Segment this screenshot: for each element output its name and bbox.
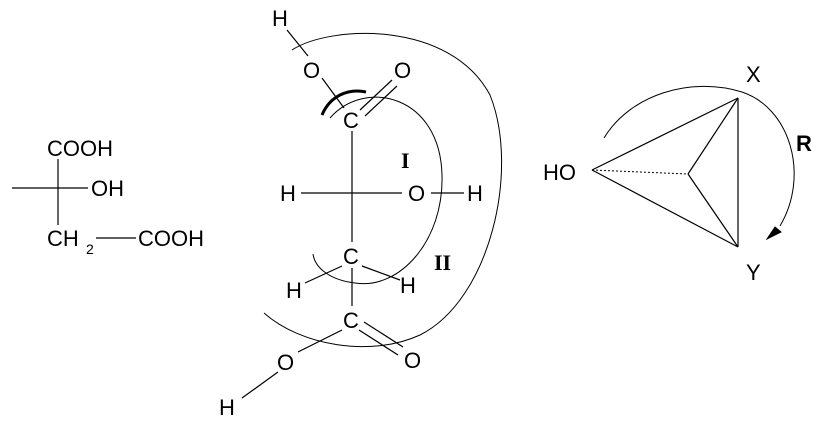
label-cooh-bottom: COOH: [138, 226, 204, 251]
label-h-bottom: H: [219, 395, 235, 420]
edge-ho-center-dotted: [591, 169, 689, 175]
right-tetrahedron: HO X Y R: [543, 62, 812, 285]
middle-expanded-structure: H O O C I H O H C II H H C O O H: [219, 6, 503, 420]
edge-ho-x: [591, 97, 739, 171]
label-o-bottom: O: [277, 350, 294, 375]
label-c-middle: C: [343, 244, 359, 269]
label-c-bottom: C: [343, 308, 359, 333]
label-oh: OH: [91, 176, 124, 201]
bond-c-o-double-b: [364, 85, 398, 117]
label-y: Y: [746, 260, 761, 285]
arc-bold-segment: [320, 89, 367, 116]
arrowhead-rotation-r: [765, 226, 782, 241]
label-ch: CH: [47, 226, 79, 251]
arc-region-two: [263, 32, 503, 348]
bond-o-c-top: [321, 77, 345, 109]
bond-c-o-double-a: [359, 79, 393, 111]
label-h-lower-left: H: [286, 278, 302, 303]
label-h-right: H: [467, 181, 483, 206]
label-h-top: H: [272, 6, 288, 31]
bond-c-o-bottom-double-b: [358, 329, 399, 356]
edge-y-center: [687, 173, 739, 248]
edge-x-center: [687, 97, 739, 175]
label-o-middle: O: [408, 181, 425, 206]
label-r: R: [796, 131, 812, 156]
label-ch-subscript: 2: [86, 241, 94, 257]
bond-c-o-bottom-double-a: [363, 321, 404, 348]
bond-c-h-lower-left: [304, 265, 343, 284]
label-c-top: C: [343, 108, 359, 133]
bond-h-o-top: [286, 29, 309, 57]
left-condensed-structure: COOH OH CH 2 COOH: [12, 136, 204, 257]
label-region-two: II: [434, 250, 451, 275]
bond-o-h-bottom: [241, 371, 279, 399]
bond-c-h-lower-right: [361, 265, 401, 281]
label-h-lower-right: H: [400, 273, 416, 298]
arc-region-one: [312, 96, 443, 285]
label-h-left: H: [280, 181, 296, 206]
edge-ho-y: [591, 169, 739, 248]
arc-rotation-r: [603, 85, 795, 227]
label-o-top-double: O: [394, 58, 411, 83]
label-ho: HO: [543, 160, 576, 185]
bond-c-o-bottom: [297, 329, 343, 353]
label-o-top: O: [303, 58, 320, 83]
label-o-bottom-double: O: [404, 348, 421, 373]
label-x: X: [746, 62, 761, 87]
label-region-one: I: [401, 148, 410, 173]
label-cooh-top: COOH: [47, 136, 113, 161]
